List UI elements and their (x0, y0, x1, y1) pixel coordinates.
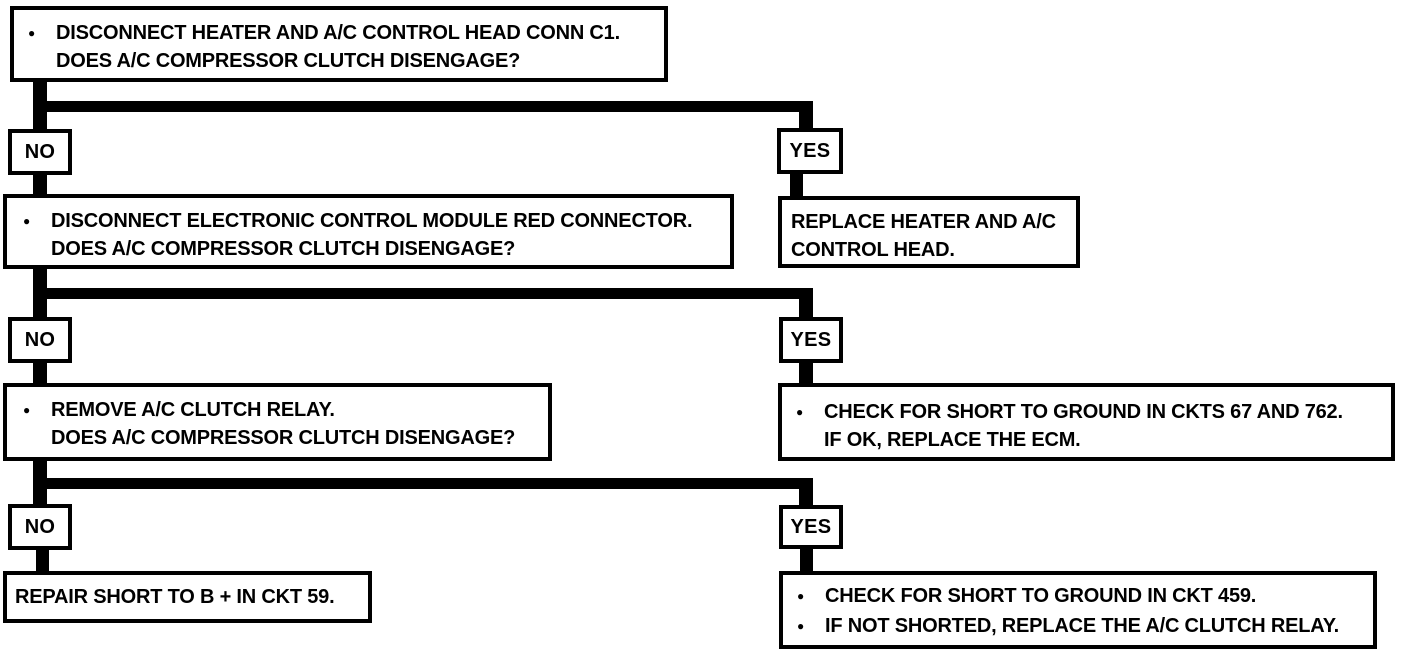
yes-branch-2: YES (779, 317, 843, 363)
bullet-icon: ● (797, 619, 805, 633)
decision-box-disconnect-ecm-red-connector: ● DISCONNECT ELECTRONIC CONTROL MODULE R… (3, 194, 734, 269)
no-label: NO (24, 515, 56, 538)
no-branch-2: NO (8, 317, 72, 363)
action-text-line: REPAIR SHORT TO B + IN CKT 59. (15, 585, 335, 608)
action-text-line: CHECK FOR SHORT TO GROUND IN CKT 459. (825, 585, 1257, 607)
action-text-line: IF OK, REPLACE THE ECM. (824, 429, 1081, 451)
bullet-icon: ● (797, 589, 805, 603)
yes-label: YES (789, 139, 831, 162)
action-box-replace-control-head: REPLACE HEATER AND A/C CONTROL HEAD. (778, 196, 1080, 268)
connector-v-branch1-to-yes1 (799, 101, 813, 129)
action-text-line: REPLACE HEATER AND A/C (791, 211, 1056, 233)
connector-h-branch-1 (33, 101, 812, 112)
action-text-line: CHECK FOR SHORT TO GROUND IN CKTS 67 AND… (824, 401, 1343, 423)
connector-v-branch2-to-yes2 (799, 288, 813, 318)
decision-text-line: REMOVE A/C CLUTCH RELAY. (51, 399, 335, 421)
connector-h-branch-2 (33, 288, 812, 299)
action-text-line: CONTROL HEAD. (791, 239, 955, 261)
connector-h-branch-3 (33, 478, 812, 489)
decision-text-line: DOES A/C COMPRESSOR CLUTCH DISENGAGE? (51, 238, 516, 260)
action-box-check-ckts-67-762: ● CHECK FOR SHORT TO GROUND IN CKTS 67 A… (778, 383, 1395, 461)
action-box-check-ckt-459: ● CHECK FOR SHORT TO GROUND IN CKT 459. … (779, 571, 1377, 649)
action-text-line: IF NOT SHORTED, REPLACE THE A/C CLUTCH R… (825, 615, 1339, 637)
bullet-icon: ● (23, 403, 31, 417)
decision-text-line: DISCONNECT HEATER AND A/C CONTROL HEAD C… (56, 22, 620, 44)
decision-text-line: DOES A/C COMPRESSOR CLUTCH DISENGAGE? (56, 50, 521, 72)
bullet-icon: ● (796, 405, 804, 419)
connector-v-no3-to-repair-short (36, 549, 49, 572)
connector-v-no2-to-step3 (33, 363, 47, 384)
yes-branch-1: YES (777, 128, 843, 174)
yes-branch-3: YES (779, 505, 843, 549)
yes-label: YES (790, 515, 832, 538)
decision-text-line: DISCONNECT ELECTRONIC CONTROL MODULE RED… (51, 210, 693, 232)
connector-v-no1-to-step2 (33, 175, 47, 195)
connector-v-yes1-to-replace-head (790, 174, 803, 197)
connector-v-yes3-to-check-ckt459 (800, 549, 813, 572)
bullet-icon: ● (23, 214, 31, 228)
bullet-icon: ● (28, 26, 36, 40)
no-branch-3: NO (8, 504, 72, 550)
yes-label: YES (790, 328, 832, 351)
no-label: NO (24, 140, 56, 163)
decision-box-remove-clutch-relay: ● REMOVE A/C CLUTCH RELAY. DOES A/C COMP… (3, 383, 552, 461)
connector-v-branch3-to-yes3 (799, 478, 813, 505)
decision-box-disconnect-control-head: ● DISCONNECT HEATER AND A/C CONTROL HEAD… (10, 6, 668, 82)
action-box-repair-short-ckt-59: REPAIR SHORT TO B + IN CKT 59. (3, 571, 372, 623)
decision-text-line: DOES A/C COMPRESSOR CLUTCH DISENGAGE? (51, 427, 516, 449)
no-branch-1: NO (8, 129, 72, 175)
no-label: NO (24, 328, 56, 351)
connector-v-yes2-to-check-ckts (799, 363, 813, 384)
